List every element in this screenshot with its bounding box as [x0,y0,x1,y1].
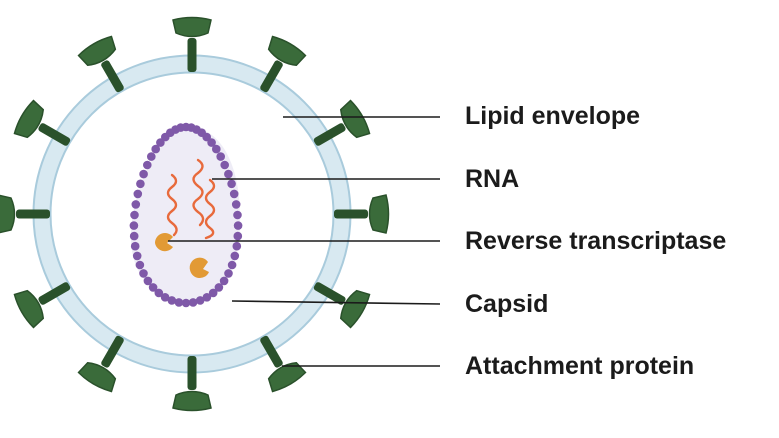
attachment-protein-spike [77,35,124,93]
attachment-protein-spike [260,35,307,93]
capsid-bead [160,293,170,302]
capsid-bead [154,288,164,298]
attachment-protein-spike [0,194,50,234]
capsid-bead [136,179,145,189]
capsid-bead [130,241,140,251]
attachment-protein-spike [172,356,212,412]
capsid-bead [233,231,243,241]
capsid-bead [214,283,224,292]
capsid-bead [227,260,237,270]
attachment-protein-spike [13,99,71,146]
reverse-transcriptase-enzyme [155,233,173,252]
label-lipid-envelope: Lipid envelope [465,102,641,130]
label-attachment-protein: Attachment protein [465,352,695,380]
capsid-bead [156,138,165,147]
capsid-bead [224,269,233,278]
attachment-protein-spike [13,282,71,329]
attachment-protein-spike [260,335,307,393]
attachment-protein-spike [172,16,212,72]
capsid-bead [231,200,241,209]
capsid-bead [181,298,191,308]
capsid-bead [220,160,229,170]
capsid-bead [212,144,221,154]
capsid-bead [188,298,198,307]
reverse-transcriptase-enzyme [189,257,209,279]
capsid-bead [129,231,139,241]
attachment-protein-spike [334,194,390,234]
capsid-bead [232,241,242,251]
capsid-bead [227,179,236,189]
attachment-protein-spike [77,335,124,393]
leader-line-capsid [231,300,441,305]
capsid-bead [167,296,177,305]
capsid-bead [143,276,153,286]
capsid-bead [174,298,184,307]
capsid-interior [130,128,241,302]
capsid-bead [139,269,148,278]
rna-strand [166,173,178,237]
capsid-bead [229,189,239,199]
capsid-bead [216,152,225,161]
capsid-bead [230,251,240,261]
attachment-protein-spike [313,282,371,329]
attachment-proteins [0,16,390,412]
capsid-bead [202,132,211,142]
label-rna: RNA [465,165,520,193]
capsid-beads [129,122,243,308]
capsid-bead [147,152,156,161]
capsid-bead [132,251,142,261]
capsid-bead [131,200,141,209]
capsid-bead [195,296,205,305]
capsid-bead [133,189,143,199]
capsid-bead [233,221,243,230]
capsid-bead [143,160,152,170]
rna-strand [192,158,205,227]
capsid-bead [130,210,139,220]
capsid-bead [139,169,148,179]
label-capsid: Capsid [465,290,549,318]
capsid-bead [135,260,145,270]
capsid-bead [233,210,242,220]
capsid-bead [219,276,229,286]
capsid-bead [151,144,160,154]
capsid-bead [148,283,158,292]
rna-strand [204,178,216,240]
label-reverse-transcriptase: Reverse transcriptase [465,227,727,255]
capsid-bead [202,293,212,302]
capsid-bead [224,169,233,179]
capsid-bead [208,288,218,298]
capsid-bead [207,138,216,147]
capsid-bead [129,221,139,230]
